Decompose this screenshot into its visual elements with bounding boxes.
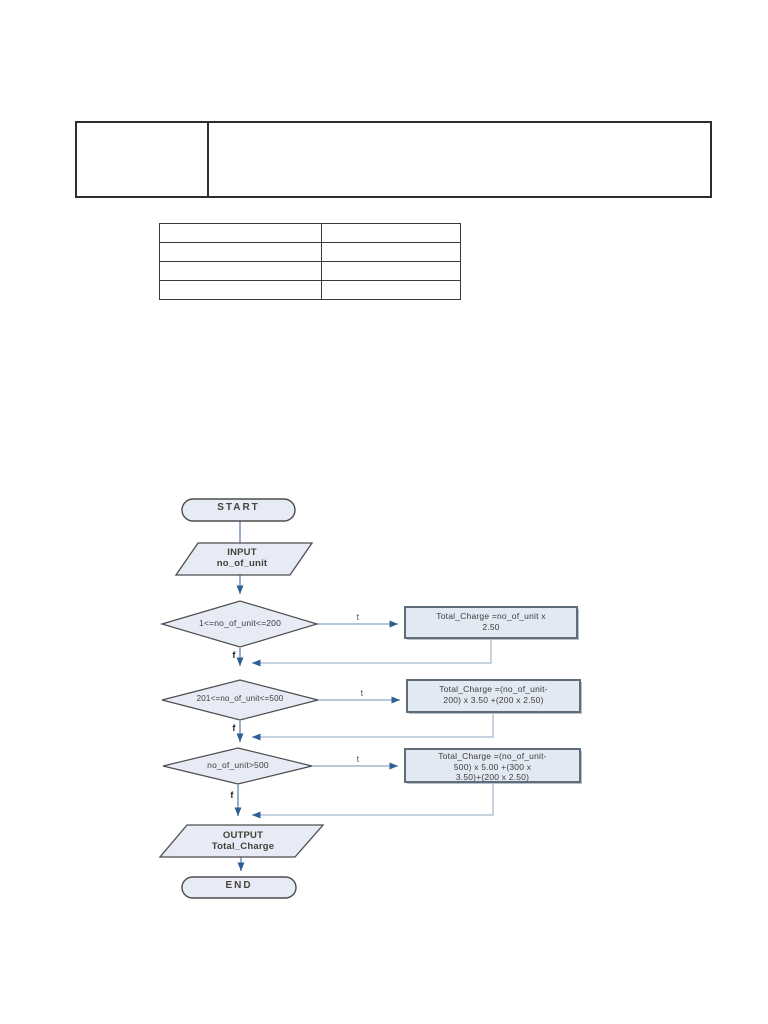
process3-label: Total_Charge =(no_of_unit- 500) x 5.00 +… — [438, 751, 547, 782]
table-row — [75, 121, 712, 198]
return-line-process3 — [252, 782, 494, 819]
end-label: END — [225, 880, 253, 891]
end-terminator — [181, 876, 297, 899]
process2-label: Total_Charge =(no_of_unit- 200) x 3.50 +… — [439, 684, 548, 705]
decision2-label: 201<=no_of_unit<=500 — [196, 694, 284, 703]
decision3-diamond — [162, 747, 313, 785]
input-label: INPUT no_of_unit — [216, 547, 268, 569]
output-label: OUTPUT Total_Charge — [211, 830, 275, 852]
decision2-diamond — [161, 679, 319, 721]
decision3-label: no_of_unit>500 — [207, 760, 269, 770]
rate-table — [159, 223, 461, 300]
start-label: START — [217, 502, 260, 513]
branch-true-label: t — [360, 688, 364, 698]
decision1-diamond — [159, 600, 320, 648]
input-parallelogram — [174, 542, 314, 576]
output-parallelogram — [158, 824, 325, 858]
table-cell — [207, 121, 712, 198]
table-cell — [75, 121, 209, 198]
return-line-process1 — [252, 638, 492, 667]
branch-true-label: t — [356, 612, 360, 622]
start-terminator — [181, 498, 296, 522]
header-table — [75, 121, 712, 198]
process2-box — [406, 679, 581, 713]
process3-box — [404, 748, 581, 783]
table-cell — [321, 280, 461, 300]
process1-label: Total_Charge =no_of_unit x 2.50 — [436, 611, 546, 632]
branch-false-label: f — [230, 790, 234, 800]
branch-true-label: t — [356, 754, 360, 764]
branch-false-label: f — [232, 650, 236, 660]
decision1-label: 1<=no_of_unit<=200 — [198, 618, 282, 628]
table-row — [159, 242, 461, 262]
process1-box — [404, 606, 578, 639]
branch-false-label: f — [232, 723, 236, 733]
return-line-process2 — [252, 712, 494, 741]
table-row — [159, 280, 461, 300]
